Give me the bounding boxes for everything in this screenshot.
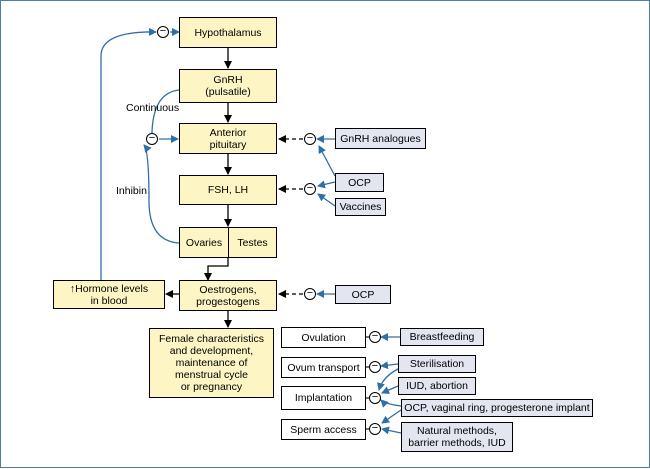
inhibit-symbol-pituitary: − (146, 133, 158, 145)
natural-barrier-box: Natural methods, barrier methods, IUD (401, 422, 513, 452)
arrow-ocp-ring-to-sperm (381, 409, 402, 424)
hypothalamus-box: Hypothalamus (179, 17, 277, 48)
inhibin-feedback (143, 144, 180, 244)
gnrh-box: GnRH (pulsatile) (179, 69, 277, 103)
ovum-transport-box: Ovum transport (281, 357, 366, 378)
arrow-sterilisation-to-implantation (377, 367, 401, 391)
arrow-iud-abortion (381, 385, 399, 394)
sperm-access-box: Sperm access (281, 419, 366, 440)
anterior-pituitary-box: Anterior pituitary (179, 123, 277, 154)
hormone-levels-box: ↑Hormone levels in blood (53, 280, 165, 309)
implantation-box: Implantation (281, 386, 366, 410)
arrow-ocp-ring-to-implantation (380, 399, 402, 408)
ovaries-box: Ovaries (179, 227, 229, 258)
fsh-lh-box: FSH, LH (179, 175, 277, 205)
female-characteristics-box: Female characteristics and development, … (149, 328, 274, 398)
arrow-ocp-pituitary (317, 180, 336, 189)
arrow-sterilisation (380, 361, 399, 370)
vaccines-box: Vaccines (335, 198, 386, 216)
testes-box: Testes (228, 227, 277, 258)
inhibit-symbol-hypothalamus: − (157, 26, 169, 38)
ocp-ring-implant-box: OCP, vaginal ring, progesterone implant (401, 399, 593, 417)
inhibit-symbol-ocp-vaccines: − (304, 183, 316, 195)
iud-abortion-box: IUD, abortion (398, 377, 476, 395)
inhibin-label: Inhibin (116, 185, 147, 197)
arrow-ocp-up-pituitary (318, 145, 336, 177)
inhibit-symbol-ovulation: − (369, 331, 381, 343)
inhibit-symbol-sperm-access: − (369, 423, 381, 435)
arrow-natural-barrier (381, 426, 402, 435)
inhibit-symbol-ocp-hormones: − (304, 288, 316, 300)
inhibit-symbol-ovum-transport: − (369, 361, 381, 373)
inhibit-symbol-gnrh-analogues: − (304, 133, 316, 145)
gnrh-analogues-box: GnRH analogues (335, 128, 426, 149)
ovulation-box: Ovulation (281, 327, 366, 348)
arrow-vaccines (317, 193, 336, 207)
arrow-gonads-oestrogens (204, 258, 229, 281)
continuous-line (151, 89, 180, 134)
breastfeeding-box: Breastfeeding (400, 328, 484, 346)
continuous-label: Continuous (126, 102, 180, 114)
sterilisation-box: Sterilisation (398, 355, 476, 373)
ocp-pituitary-box: OCP (335, 173, 384, 192)
inhibit-symbol-implantation: − (369, 392, 381, 404)
oestrogens-box: Oestrogens, progestogens (179, 280, 277, 311)
feedback-hormone-to-hypothalamus (100, 27, 157, 280)
ocp-hormones-box: OCP (335, 285, 391, 304)
